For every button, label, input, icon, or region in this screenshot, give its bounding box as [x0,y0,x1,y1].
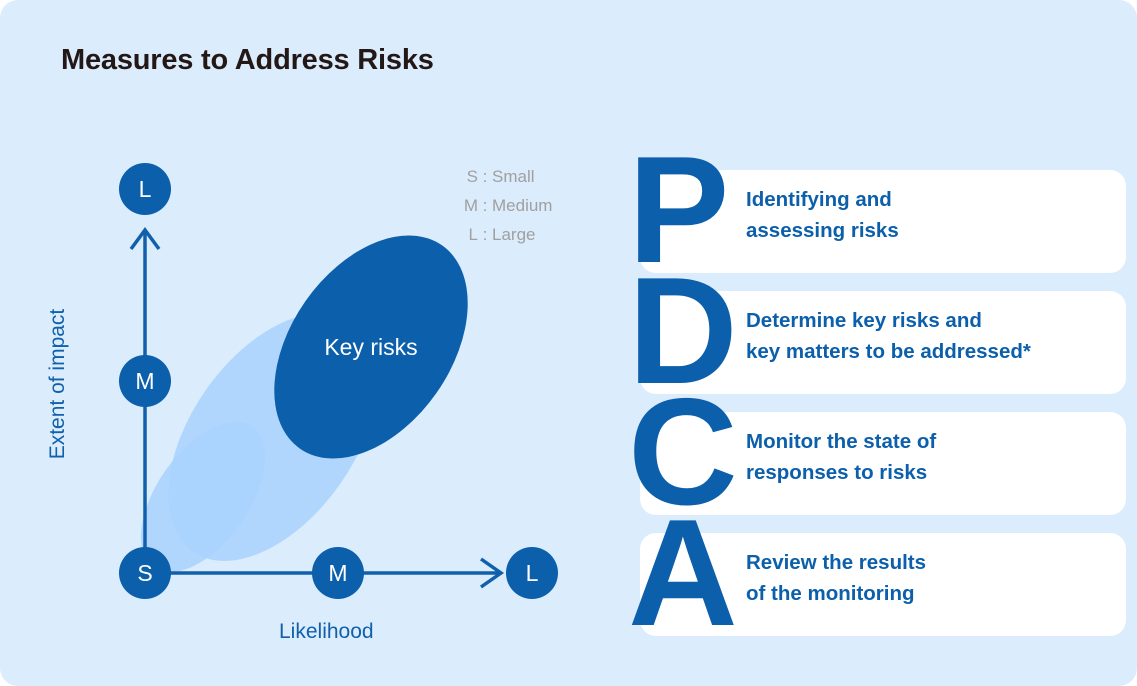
pdca-text-line2: responses to risks [746,461,928,484]
pdca-card [640,291,1126,394]
axis-node-x-medium [312,547,364,599]
pdca-item-do[interactable]: D Determine key risks and key matters to… [628,255,1126,407]
pdca-item-check[interactable]: C Monitor the state of responses to risk… [628,376,1126,528]
legend-key-large: L [468,225,478,244]
legend-separator: : [482,225,488,244]
pdca-card [640,412,1126,515]
axis-node-label-origin: S [137,560,152,586]
legend-item-small: S : Small [458,162,552,191]
axis-node-label-x-large: L [526,560,539,586]
pdca-letter-d: D [628,246,738,416]
pdca-text: Determine key risks and key matters to b… [746,305,1031,367]
legend: S : Small M : Medium L : Large [458,162,553,249]
pdca-text-line1: Determine key risks and [746,309,982,332]
risk-matrix-svg: L M S M L Key risks [119,163,558,599]
y-axis-label: Extent of impact [46,308,69,460]
pdca-item-act[interactable]: A Review the results of the monitoring [628,497,1126,649]
pdca-text-line1: Monitor the state of [746,430,937,453]
key-risks-label: Key risks [324,334,417,360]
pdca-text-line1: Review the results [746,551,927,574]
pdca-card [640,533,1126,636]
axis-node-x-large [506,547,558,599]
axis-node-label-y-medium: M [135,368,154,394]
pdca-letter-c: C [628,367,738,537]
legend-key-medium: M [463,196,478,215]
axis-node-label-x-medium: M [328,560,347,586]
legend-value-small: Small [492,167,535,186]
legend-item-medium: M : Medium [458,191,553,220]
legend-key-small: S [466,167,478,186]
pdca-text-line2: of the monitoring [746,582,915,605]
legend-value-large: Large [492,225,536,244]
pdca-text: Identifying and assessing risks [746,184,899,246]
legend-value-medium: Medium [492,196,553,215]
page-title: Measures to Address Risks [61,44,434,76]
risk-region-key [274,235,468,459]
pdca-text-line2: assessing risks [746,219,899,242]
axis-node-y-large [119,163,171,215]
legend-separator: : [482,196,488,215]
pdca-item-plan[interactable]: P Identifying and assessing risks [628,134,1126,286]
pdca-text-line2: key matters to be addressed* [746,340,1031,363]
pdca-text: Review the results of the monitoring [746,547,926,609]
legend-separator: : [482,167,488,186]
x-axis-label: Likelihood [279,620,374,643]
pdca-text-line1: Identifying and [746,188,892,211]
pdca-letter-a: A [628,488,738,658]
pdca-text: Monitor the state of responses to risks [746,426,936,488]
legend-item-large: L : Large [458,220,552,249]
risk-region-minor [140,421,266,573]
risk-matrix-chart: L M S M L Key risks Extent of impact Lik… [46,162,558,643]
axis-node-origin [119,547,171,599]
axis-node-y-medium [119,355,171,407]
pdca-list: P Identifying and assessing risks D Dete… [628,134,1126,649]
axis-node-label-y-large: L [139,176,152,202]
pdca-card [640,170,1126,273]
pdca-letter-p: P [628,125,729,295]
